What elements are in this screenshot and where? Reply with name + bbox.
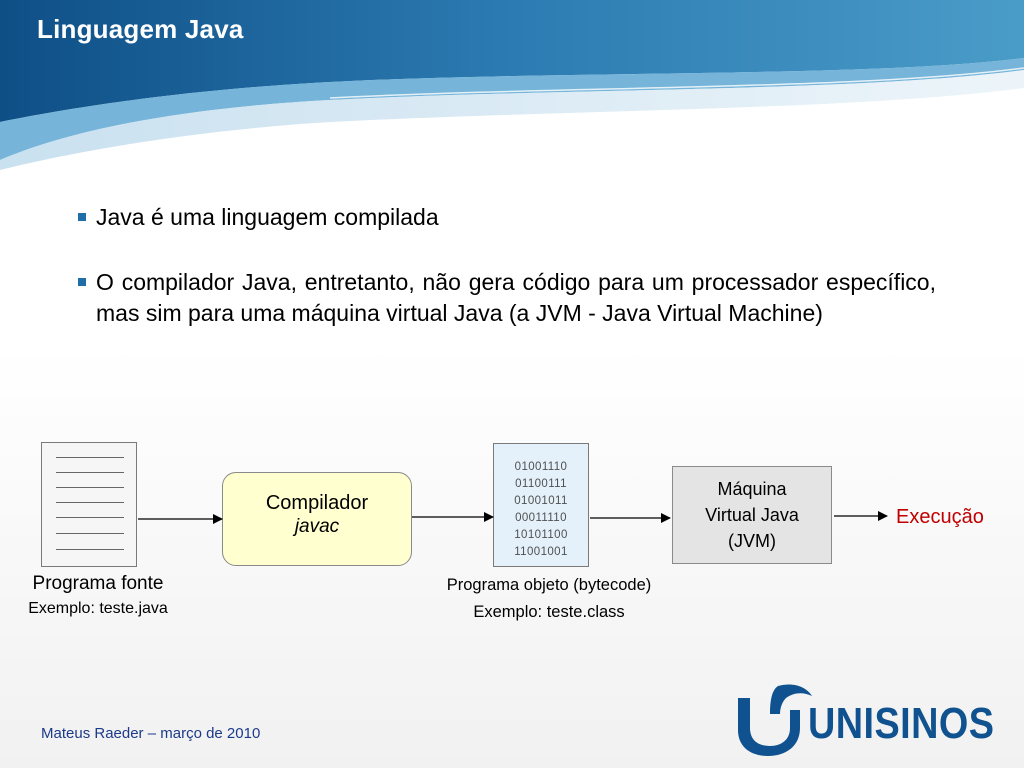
document-line [56, 533, 124, 534]
source-program-label: Programa fonte [32, 573, 164, 594]
unisinos-u-emblem-icon [738, 684, 812, 756]
bytecode-bits: 10101100 [514, 529, 568, 541]
header-wave-banner [0, 0, 1024, 170]
document-line [56, 549, 124, 550]
bytecode-bits: 00011110 [515, 512, 567, 524]
document-line [56, 472, 124, 473]
document-line [56, 502, 124, 503]
slide-title: Linguagem Java [37, 14, 244, 44]
bytecode-bits: 11001001 [514, 546, 568, 558]
jvm-label-line: Máquina [717, 479, 787, 499]
document-line [56, 517, 124, 518]
bytecode-bits: 01100111 [515, 478, 567, 490]
jvm-label-line: Virtual Java [705, 505, 799, 525]
document-line [56, 487, 124, 488]
square-bullet-icon [78, 278, 86, 286]
compiler-box: Compilador javac [222, 472, 412, 566]
jvm-box: Máquina Virtual Java (JVM) [672, 466, 832, 564]
jvm-label-line: (JVM) [728, 531, 776, 551]
source-program-example: Exemplo: teste.java [28, 600, 168, 617]
object-program-example: Exemplo: teste.class [473, 603, 625, 621]
bullet-text: Java é uma linguagem compilada [96, 204, 439, 230]
object-program-label: Programa objeto (bytecode) [446, 576, 652, 594]
bytecode-bits: 01001110 [514, 461, 568, 473]
bullet-item-1: Java é uma linguagem compilada [78, 202, 936, 233]
bullet-text: O compilador Java, entretanto, não gera … [96, 269, 936, 326]
square-bullet-icon [78, 213, 86, 221]
bullet-item-2: O compilador Java, entretanto, não gera … [78, 267, 936, 329]
bytecode-box: 01001110 01100111 01001011 00011110 1010… [493, 443, 589, 567]
compiler-name: Compilador [265, 492, 369, 514]
document-line [56, 457, 124, 458]
execution-label: Execução [896, 506, 984, 528]
source-document-icon [41, 442, 137, 567]
footer-author: Mateus Raeder – março de 2010 [41, 725, 261, 742]
bytecode-bits: 01001011 [514, 495, 568, 507]
unisinos-logo-text: UNISINOS [808, 699, 995, 748]
compiler-command: javac [294, 516, 340, 537]
